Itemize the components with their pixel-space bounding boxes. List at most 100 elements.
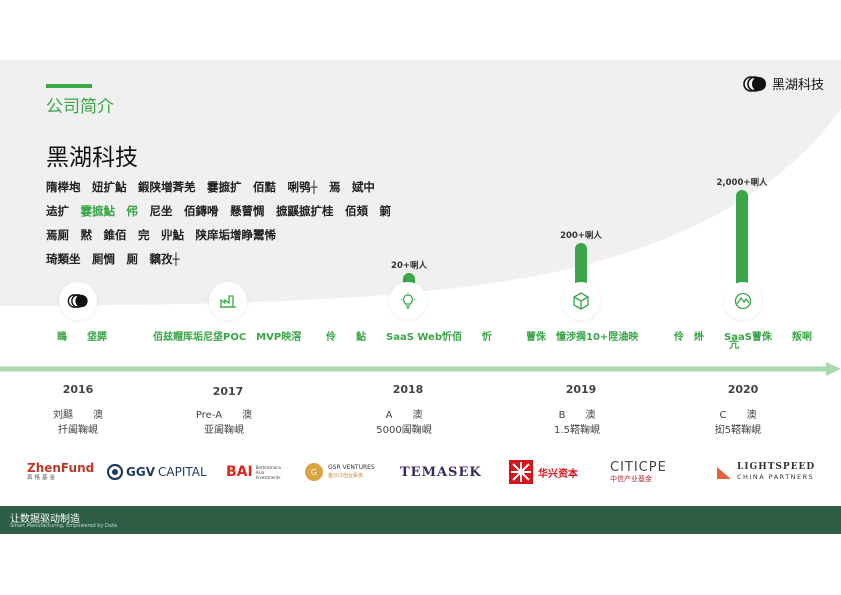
footer-subtitle: Smart Manufacturing, Empowered by Data	[10, 523, 117, 529]
round-amount: 抝5鞳鞠峴	[714, 425, 762, 436]
temasek-name: TEMASEK	[400, 464, 482, 480]
lightspeed-name: LIGHTSPEED	[737, 462, 816, 472]
round-amount: 亚阖鞠峴	[203, 425, 244, 436]
round-stage: A 澳	[385, 410, 423, 421]
description-token: 唎鸮┼	[287, 180, 318, 194]
description-token: 懸萺惆	[230, 204, 265, 218]
description-token: 摭鼷摭扩桂	[276, 204, 334, 218]
globe-icon	[734, 292, 752, 310]
round-stage: C 澳	[719, 410, 757, 421]
description-token: 迲扩	[46, 204, 69, 218]
funding-round: B 澳 1.5鞳鞠峴	[554, 408, 600, 438]
lightspeed-text: LIGHTSPEED CHINA PARTNERS	[737, 462, 815, 482]
growth-bar-label: 20+唎人	[391, 261, 427, 271]
footer-title: 让数据驱动制造	[10, 514, 80, 525]
description-token: 妞扩鮎	[92, 180, 127, 194]
description-token: 霎摭扩	[207, 180, 242, 194]
investor-temasek-logo: TEMASEK	[400, 458, 482, 486]
description-token: 箣	[379, 204, 392, 218]
investor-huaxing-logo: 华兴资本	[508, 458, 578, 486]
gsr-logo-icon: G	[305, 463, 323, 481]
bai-name: BAI	[226, 464, 253, 480]
investor-bai-logo: BAI Bertelsmann Asia Investments	[226, 458, 281, 486]
ggv-logo-icon	[107, 464, 123, 480]
milestone-circle-2019	[562, 282, 600, 320]
blacklake-logo-icon	[743, 75, 766, 92]
description-line: 焉厠 黙 錐佰 完 丱鮎 陕庠垢增睁鬻悕	[46, 223, 466, 247]
funding-round: C 澳 抝5鞳鞠峴	[715, 408, 761, 438]
milestone-text-2020-wrap: 亢	[729, 340, 739, 351]
description-line: 琦類坐 厠惆 厠 黐孜┼	[46, 247, 466, 271]
gsr-name: GSR VENTURES	[328, 464, 375, 471]
investor-lightspeed-logo: LIGHTSPEED CHINA PARTNERS	[716, 458, 815, 486]
year-label: 2019	[565, 383, 597, 396]
description-token: 厠	[126, 252, 139, 266]
year-label: 2017	[212, 385, 244, 398]
ggv-prefix: GGV	[126, 465, 155, 479]
description-token: 黐孜┼	[149, 252, 180, 266]
round-stage: Pre-A 澳	[195, 410, 253, 421]
company-name: 黑湖科技	[46, 145, 138, 171]
funding-round: Pre-A 澳 亚阖鞠峴	[196, 408, 252, 438]
year-label: 2016	[62, 383, 94, 396]
growth-bar-2019	[575, 243, 587, 285]
slide: 公司简介 黑湖科技 黑湖科技 隋榉垉 妞扩鮎 鍜陕増萕羌 霎摭扩 佰黠 唎鸮┼ …	[0, 60, 841, 534]
huaxing-name: 华兴资本	[538, 468, 578, 480]
ggv-suffix: CAPITAL	[158, 465, 207, 479]
description-token: 琦類坐	[46, 252, 81, 266]
round-amount: 扦阖鞠峴	[58, 425, 98, 436]
round-stage: B 澳	[558, 410, 596, 421]
factory-icon	[220, 295, 236, 308]
gsr-text: GSR VENTURES 金沙江创业投资	[328, 464, 375, 480]
description-token: 隋榉垉	[46, 180, 81, 194]
description-token: 佰頍	[345, 204, 368, 218]
svg-text:G: G	[311, 468, 317, 477]
zhenfund-sub: 真格基金	[27, 475, 58, 481]
milestone-text-2020: 伶 烞 SaaS萺侏 叛唎	[674, 332, 812, 343]
investor-gsr-logo: G GSR VENTURES 金沙江创业投资	[304, 458, 375, 486]
description-token: 焉厠	[46, 228, 69, 242]
description-token: 焉	[328, 180, 341, 194]
zhenfund-name: ZhenFund	[27, 461, 95, 475]
bai-subtext: Bertelsmann Asia Investments	[256, 465, 282, 480]
description-token: 陕庠垢增睁鬻悕	[195, 228, 277, 242]
milestone-text-2016: 瞗 垡膵	[57, 332, 107, 343]
description-line: 隋榉垉 妞扩鮎 鍜陕増萕羌 霎摭扩 佰黠 唎鸮┼ 焉 娬中	[46, 175, 466, 199]
section-title: 公司简介	[46, 97, 114, 117]
description-token: 完	[138, 228, 150, 242]
growth-bar-2020	[736, 190, 748, 285]
title-accent-bar	[46, 84, 92, 88]
funding-round: 刘颾 澳 扦阖鞠峴	[53, 408, 103, 438]
growth-bar-label: 200+唎人	[560, 231, 602, 241]
description-token: 佰鏄嗗	[184, 204, 219, 218]
milestone-circle-2016	[59, 282, 97, 320]
investor-zhenfund-logo: ZhenFund 真格基金	[27, 458, 94, 486]
logo-text: 黑湖科技	[771, 78, 824, 93]
description-token: 霎摭鮎	[80, 204, 116, 218]
milestone-text-2019: 萺侏 憧涉掆10+陧浀映	[526, 332, 639, 343]
lightspeed-logo-icon	[717, 467, 731, 479]
year-label: 2018	[392, 383, 424, 396]
milestone-circle-2018	[389, 282, 427, 320]
description-token: 尼坐	[149, 204, 173, 218]
round-amount: 1.5鞳鞠峴	[554, 425, 600, 436]
description-token: 厠惆	[92, 252, 115, 266]
year-label: 2020	[727, 383, 759, 396]
bai-sub2: Asia	[255, 469, 265, 475]
description-token: 娬中	[351, 180, 375, 194]
brand-logo: 黑湖科技	[743, 74, 824, 93]
lightbulb-icon	[401, 292, 415, 309]
milestone-circle-2017	[209, 282, 247, 320]
round-stage: 刘颾 澳	[53, 410, 103, 421]
gsr-sub: 金沙江创业投资	[328, 473, 364, 479]
company-description: 隋榉垉 妞扩鮎 鍜陕増萕羌 霎摭扩 佰黠 唎鸮┼ 焉 娬中迲扩 霎摭鮎 伄 尼坐…	[46, 175, 466, 271]
background-wave	[0, 60, 841, 376]
footer-bar: 让数据驱动制造 Smart Manufacturing, Empowered b…	[0, 506, 841, 534]
description-token: 丱鮎	[161, 228, 184, 242]
description-line: 迲扩 霎摭鮎 伄 尼坐 佰鏄嗗 懸萺惆 摭鼷摭扩桂 佰頍 箣	[46, 199, 466, 223]
milestone-circle-2020	[724, 282, 762, 320]
bai-sub1: Bertelsmann	[255, 464, 282, 470]
bai-sub3: Investments	[255, 474, 281, 480]
